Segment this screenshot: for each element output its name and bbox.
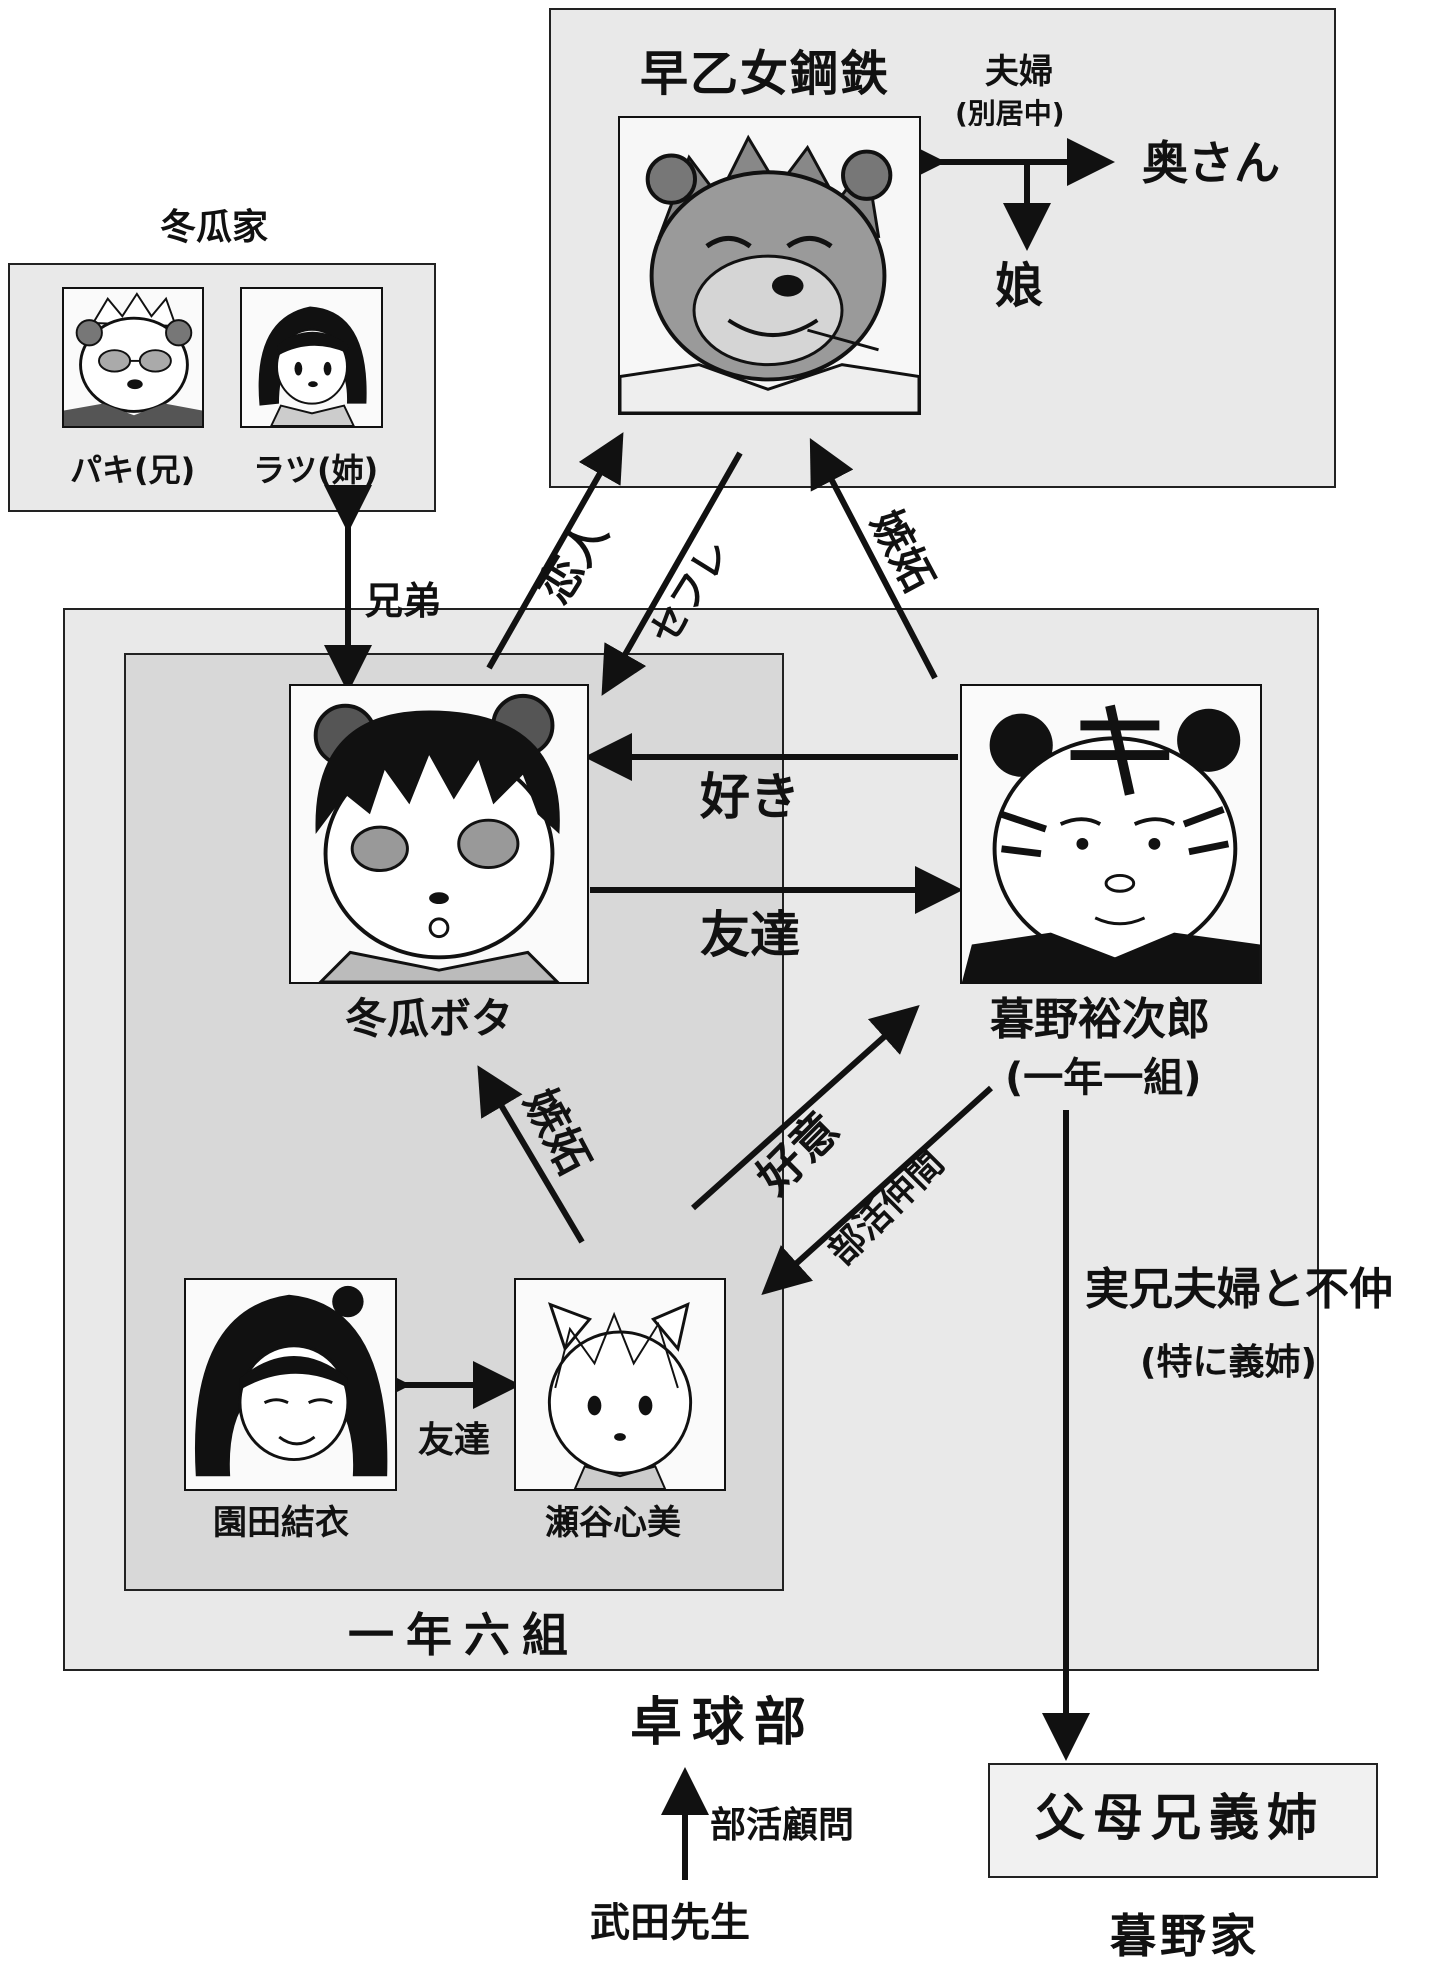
family-conflict-sub: (特に義姉) <box>1140 1342 1317 1383</box>
girl-icon <box>186 1280 395 1489</box>
takeda-label: 武田先生 <box>590 1900 750 1946</box>
fuyuuri-family-title: 冬瓜家 <box>160 207 269 248</box>
paki-portrait <box>62 287 204 428</box>
yujiro-class: (一年一組) <box>1005 1055 1202 1101</box>
yujiro-portrait <box>960 684 1262 984</box>
kokomi-name: 瀬谷心美 <box>545 1503 681 1543</box>
friends-bota-label: 友達 <box>700 906 800 964</box>
kureno-family-members: 父母兄義姉 <box>1035 1789 1325 1847</box>
friends-girls-label: 友達 <box>418 1420 491 1461</box>
separated-label: (別居中) <box>955 97 1065 130</box>
yui-name: 園田結衣 <box>213 1503 349 1543</box>
yui-portrait <box>184 1278 397 1491</box>
kureno-family-title: 暮野家 <box>1110 1909 1260 1963</box>
wife-label: 奥さん <box>1142 136 1280 190</box>
spouse-label: 夫婦 <box>985 52 1053 92</box>
daughter-label: 娘 <box>995 258 1044 314</box>
bear-adult-icon <box>620 118 919 413</box>
bota-name: 冬瓜ボタ <box>345 994 514 1043</box>
ratsu-portrait <box>240 287 383 428</box>
saotome-portrait <box>618 116 921 415</box>
love-label: 恋人 <box>528 510 619 613</box>
kokomi-portrait <box>514 1278 726 1491</box>
ratsu-name: ラツ(姉) <box>253 451 379 489</box>
likes-label: 好き <box>700 768 800 826</box>
pingpong-club-label: 卓球部 <box>630 1693 817 1753</box>
cat-girl-icon <box>516 1280 724 1489</box>
jealousy-saotome-label: 嫉妬 <box>861 502 944 600</box>
panda-boy-icon <box>291 686 587 982</box>
club-advisor-label: 部活顧問 <box>710 1805 855 1846</box>
family-conflict-label: 実兄夫婦と不仲 <box>1085 1264 1393 1315</box>
tiger-boy-icon <box>962 686 1260 982</box>
kureno-family-box <box>988 1763 1378 1878</box>
saotome-name: 早乙女鋼鉄 <box>640 46 891 102</box>
panda-brother-icon <box>64 289 202 426</box>
paki-name: パキ(兄) <box>70 451 196 489</box>
yujiro-name: 暮野裕次郎 <box>990 994 1210 1045</box>
bota-portrait <box>289 684 589 984</box>
class-label: 一年六組 <box>348 1608 580 1662</box>
siblings-label: 兄弟 <box>365 579 442 623</box>
sister-icon <box>242 289 381 426</box>
